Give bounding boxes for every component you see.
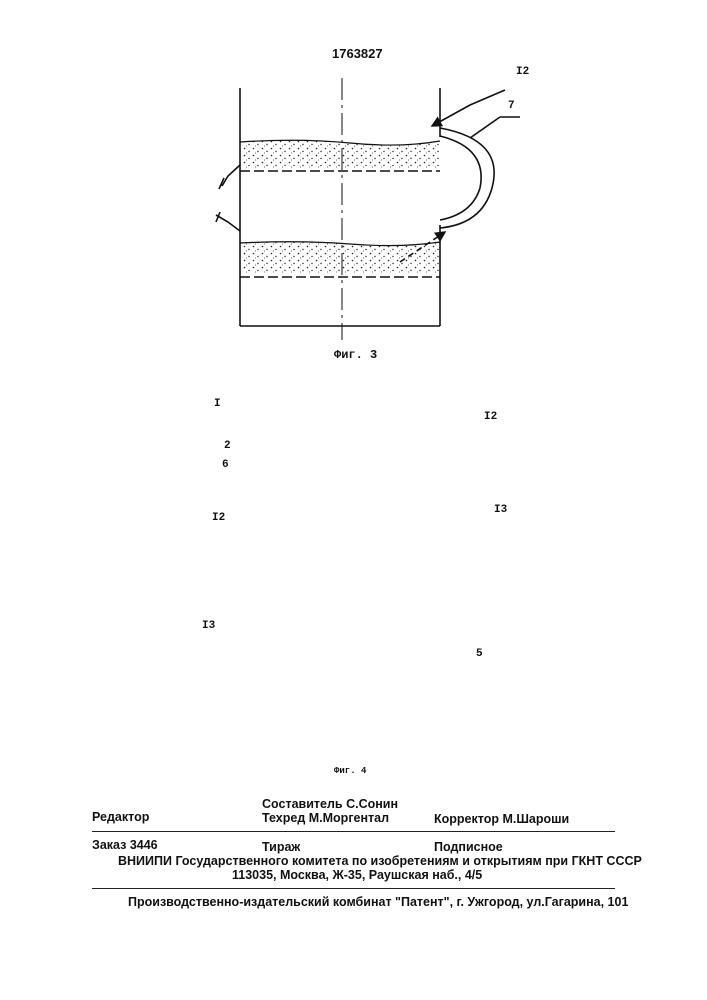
footer-org: ВНИИПИ Государственного комитета по изоб… — [118, 854, 642, 868]
footer-address: 113035, Москва, Ж-35, Раушская наб., 4/5 — [232, 868, 482, 882]
fig4-caption: Фиг. 4 — [334, 766, 366, 776]
footer-order: Заказ 3446 — [92, 838, 158, 852]
fig4-label-13-right: I3 — [494, 504, 507, 516]
footer-rule-2 — [92, 888, 615, 889]
fig4-label-1: I — [214, 398, 221, 410]
fig4-label-2: 2 — [224, 440, 231, 452]
fig4-label-5: 5 — [476, 648, 483, 660]
fig3-caption: Фиг. 3 — [334, 348, 377, 362]
fig3-label-b: 7 — [508, 100, 515, 112]
footer-corrector: Корректор М.Шароши — [434, 812, 569, 826]
figure-3 — [216, 78, 520, 340]
footer-circulation: Тираж — [262, 840, 300, 854]
footer-publisher: Производственно-издательский комбинат "П… — [128, 895, 628, 909]
footer-editor: Редактор — [92, 810, 149, 824]
technical-drawing — [0, 0, 707, 790]
footer-subscription: Подписное — [434, 840, 503, 854]
fig4-label-13-left: I3 — [202, 620, 215, 632]
fig4-label-12-top: I2 — [484, 411, 497, 423]
footer-rule-1 — [92, 831, 615, 832]
fig4-label-12-left: I2 — [212, 512, 225, 524]
footer-composer: Составитель С.Сонин — [262, 797, 398, 811]
fig3-label-a: I2 — [516, 66, 529, 78]
fig4-label-6: 6 — [222, 459, 229, 471]
footer-techred: Техред М.Моргентал — [262, 811, 389, 825]
